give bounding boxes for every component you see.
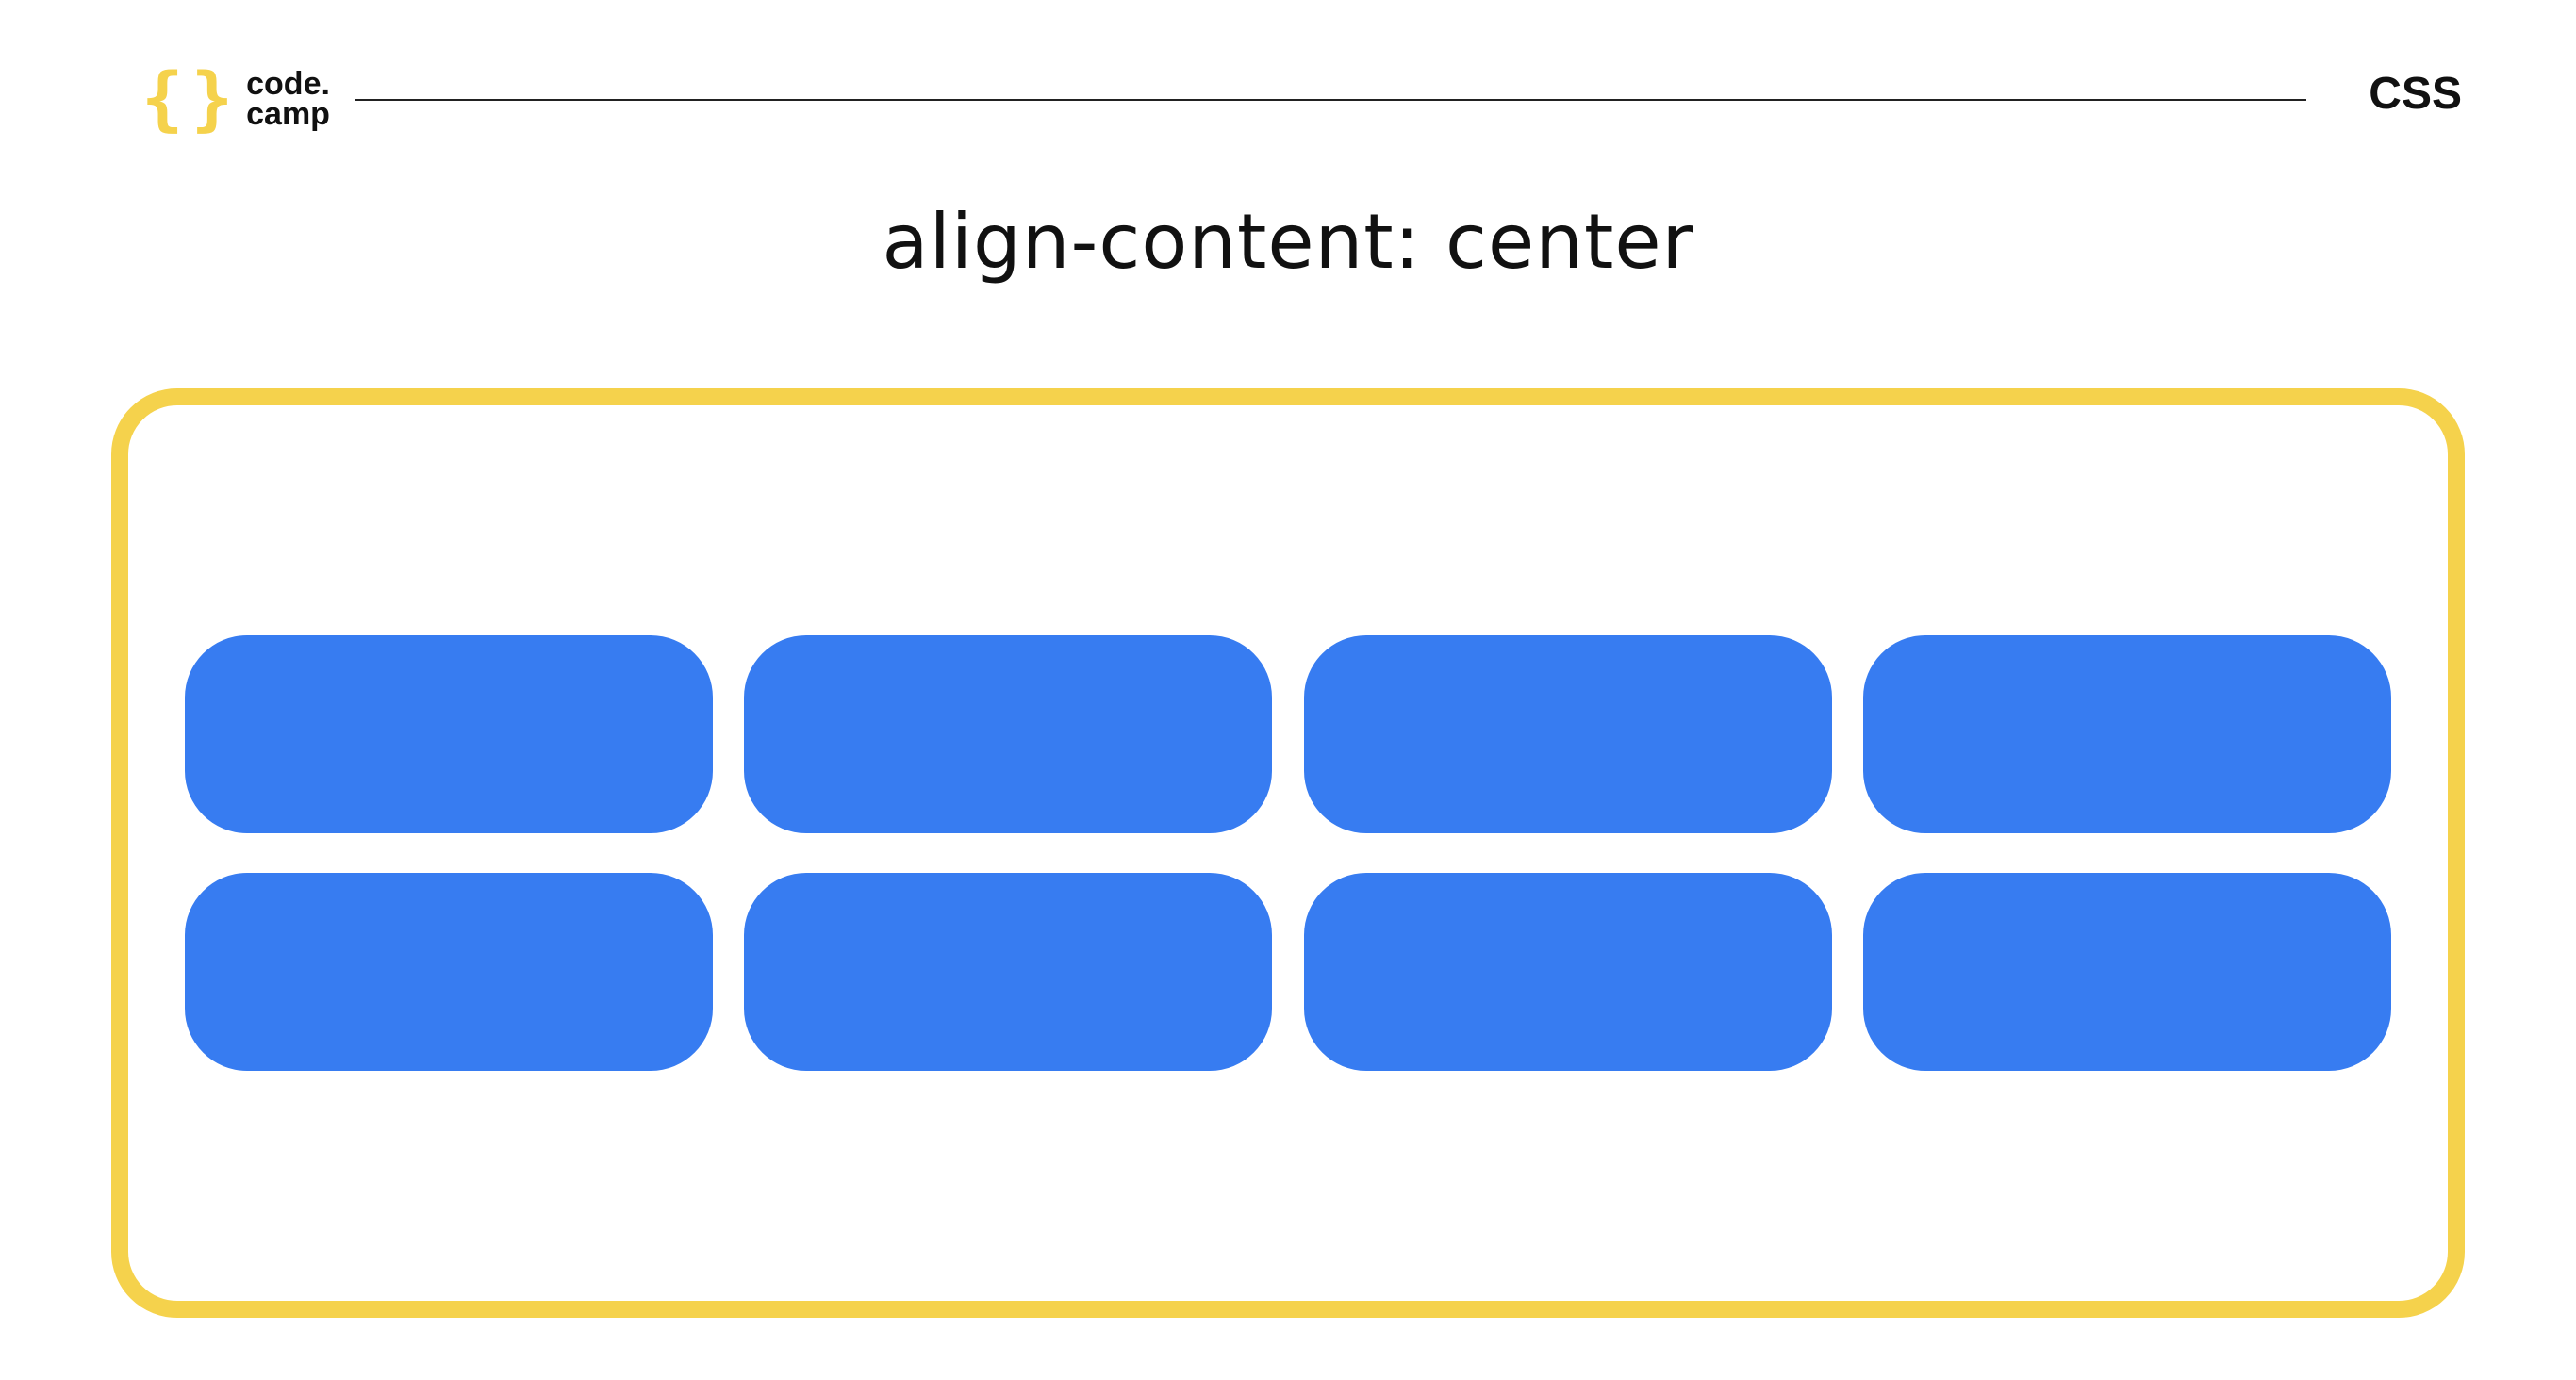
flex-item-5	[185, 873, 713, 1071]
header-divider	[355, 99, 2306, 101]
flex-item-6	[744, 873, 1273, 1071]
flex-container-demo	[111, 388, 2465, 1318]
open-bracket: {	[141, 58, 184, 140]
slide-title: align-content: center	[882, 198, 1694, 286]
codecamp-logo: { } code. camp	[141, 64, 330, 134]
brackets-icon: { }	[141, 64, 233, 134]
flex-item-3	[1303, 635, 1832, 833]
logo-wordmark: code. camp	[246, 65, 330, 132]
flex-item-1	[185, 635, 713, 833]
close-bracket: }	[190, 58, 234, 140]
flex-item-4	[1862, 635, 2391, 833]
flex-item-2	[744, 635, 1273, 833]
logo-text-line2: camp	[246, 96, 330, 132]
logo-text-line1: code.	[246, 65, 330, 102]
topic-label: CSS	[2369, 69, 2462, 119]
flex-item-7	[1303, 873, 1832, 1071]
flex-item-8	[1862, 873, 2391, 1071]
